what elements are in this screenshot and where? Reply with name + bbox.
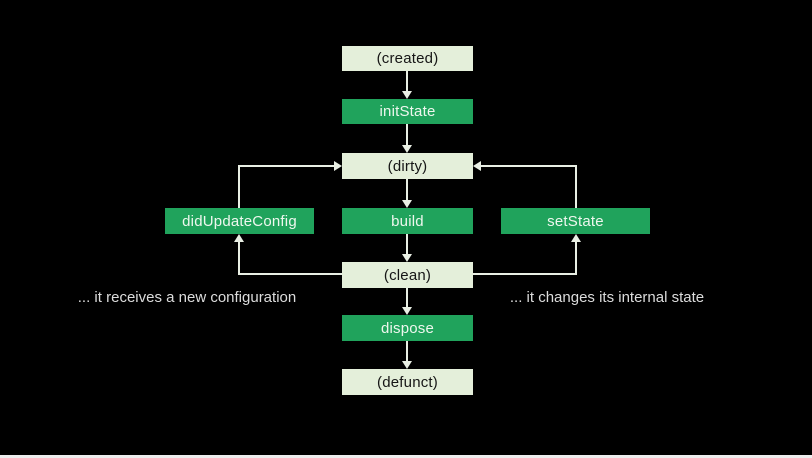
node-init-state: initState <box>342 99 473 124</box>
node-set-state: setState <box>501 208 650 234</box>
arrowhead-clean-dispose-icon <box>402 307 412 315</box>
edge-initstate-dirty-line <box>406 124 408 145</box>
edge-setstate-dirty-hline <box>481 165 577 167</box>
node-did-update-config: didUpdateConfig <box>165 208 314 234</box>
node-dispose: dispose <box>342 315 473 341</box>
edge-dispose-defunct-line <box>406 341 408 361</box>
arrowhead-setstate-dirty-icon <box>473 161 481 171</box>
arrowhead-didupdateconfig-dirty-icon <box>334 161 342 171</box>
bottom-border-line <box>0 455 812 458</box>
edge-didupdateconfig-dirty-hline <box>238 165 334 167</box>
edge-dirty-build-line <box>406 179 408 200</box>
edge-clean-didupdateconfig-vline <box>238 242 240 275</box>
edge-clean-dispose-line <box>406 288 408 307</box>
arrowhead-dirty-build-icon <box>402 200 412 208</box>
node-dirty: (dirty) <box>342 153 473 179</box>
arrowhead-clean-setstate-icon <box>571 234 581 242</box>
edge-setstate-dirty-vline <box>575 166 577 208</box>
node-created: (created) <box>342 46 473 71</box>
edge-clean-setstate-hline <box>473 273 577 275</box>
arrowhead-dispose-defunct-icon <box>402 361 412 369</box>
caption-internal-state: ... it changes its internal state <box>509 289 705 306</box>
node-clean: (clean) <box>342 262 473 288</box>
edge-clean-setstate-vline <box>575 242 577 275</box>
edge-created-initstate-line <box>406 71 408 91</box>
arrowhead-build-clean-icon <box>402 254 412 262</box>
arrowhead-clean-didupdateconfig-icon <box>234 234 244 242</box>
edge-clean-didupdateconfig-hline <box>238 273 342 275</box>
arrowhead-initstate-dirty-icon <box>402 145 412 153</box>
edge-didupdateconfig-dirty-vline <box>238 166 240 208</box>
node-build: build <box>342 208 473 234</box>
edge-build-clean-line <box>406 234 408 254</box>
arrowhead-created-initstate-icon <box>402 91 412 99</box>
caption-new-configuration: ... it receives a new configuration <box>77 289 297 306</box>
node-defunct: (defunct) <box>342 369 473 395</box>
